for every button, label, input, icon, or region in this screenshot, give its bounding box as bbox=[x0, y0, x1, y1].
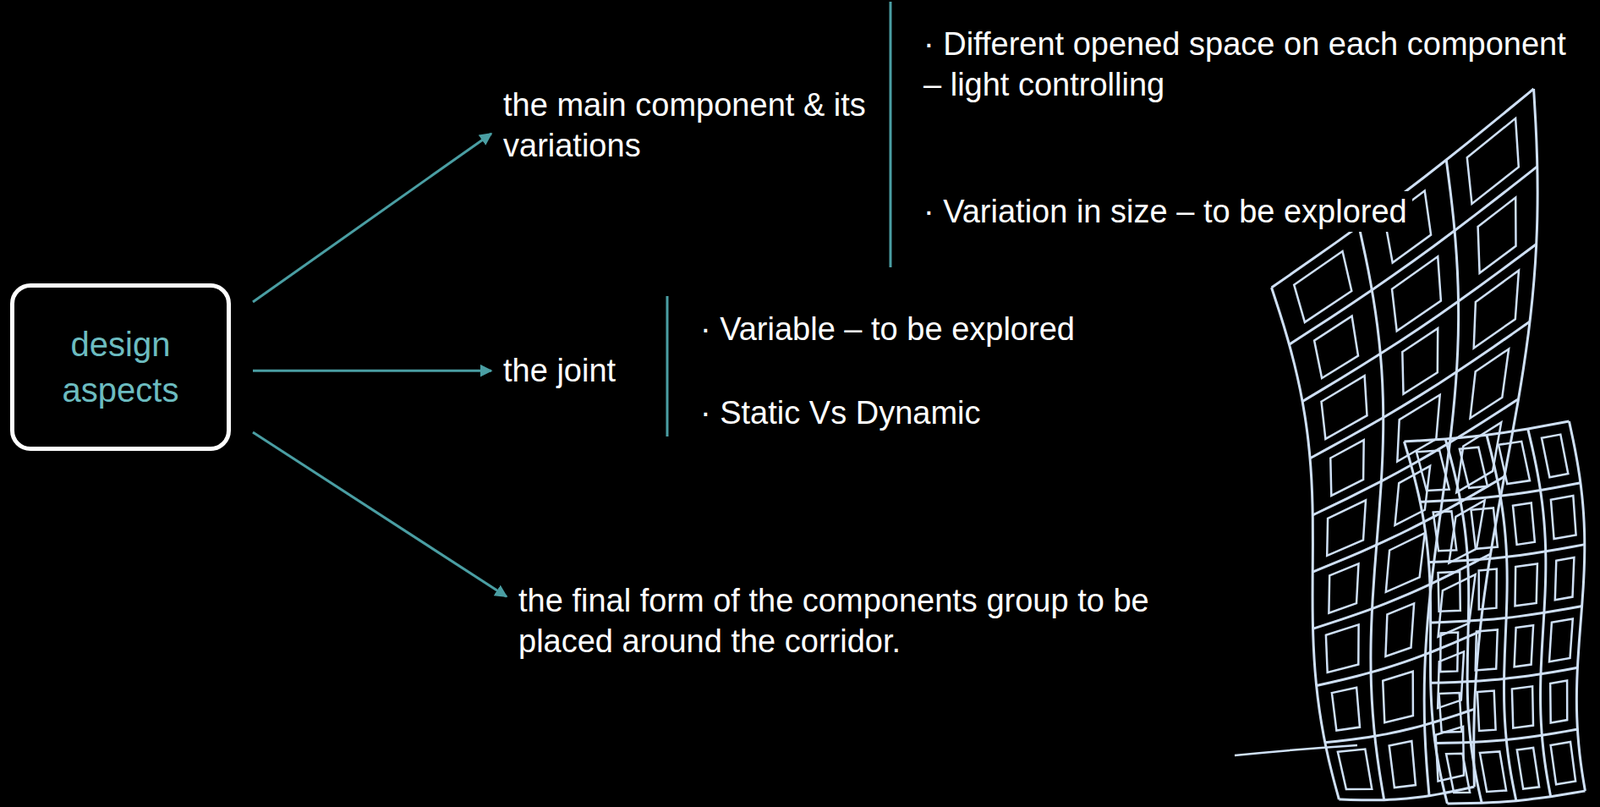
grid-line bbox=[1309, 321, 1530, 459]
window-opening bbox=[1549, 618, 1573, 662]
window-opening bbox=[1293, 251, 1352, 323]
front-panel bbox=[1403, 421, 1585, 804]
window-opening bbox=[1550, 741, 1577, 784]
window-opening bbox=[1330, 439, 1364, 496]
bullet-note: · Variable – to be explored bbox=[700, 308, 1075, 350]
arrow-connector bbox=[252, 369, 492, 373]
window-opening bbox=[1479, 750, 1507, 792]
branch-text: the final form of the components group t… bbox=[518, 580, 1241, 663]
node-text: the joint bbox=[503, 350, 685, 391]
window-opening bbox=[1470, 349, 1510, 419]
window-opening bbox=[1512, 503, 1535, 545]
window-opening bbox=[1314, 316, 1359, 379]
window-opening bbox=[1326, 624, 1359, 673]
grid-line bbox=[1358, 225, 1385, 800]
grid-line bbox=[1271, 287, 1340, 800]
window-opening bbox=[1479, 569, 1497, 610]
bullet-note: · Variation in size – to be explored bbox=[923, 191, 1413, 232]
bracket-line bbox=[889, 1, 893, 268]
window-opening bbox=[1389, 740, 1416, 788]
window-opening bbox=[1446, 753, 1470, 793]
grid-line bbox=[1430, 667, 1579, 683]
arrow-connector bbox=[252, 432, 507, 597]
branch-text: the joint bbox=[503, 350, 685, 391]
window-opening bbox=[1416, 450, 1450, 491]
grid-line bbox=[1315, 631, 1480, 686]
node-text: the final form of the components group t… bbox=[518, 580, 1241, 663]
window-opening bbox=[1498, 441, 1530, 484]
window-opening bbox=[1439, 692, 1463, 733]
bullet-note: · Static Vs Dynamic bbox=[700, 392, 981, 433]
node-text: the main component & its variations bbox=[503, 84, 896, 167]
window-opening bbox=[1337, 749, 1372, 790]
window-opening bbox=[1467, 118, 1519, 204]
window-opening bbox=[1512, 685, 1534, 728]
window-opening bbox=[1478, 197, 1517, 274]
window-opening bbox=[1402, 328, 1438, 395]
window-opening bbox=[1555, 557, 1575, 600]
branch-text: the main component & its variations bbox=[503, 84, 896, 167]
window-opening bbox=[1541, 434, 1568, 478]
window-opening bbox=[1515, 564, 1538, 607]
window-opening bbox=[1321, 375, 1368, 439]
grid-line bbox=[1271, 88, 1535, 288]
grid-line bbox=[1325, 708, 1475, 742]
window-opening bbox=[1326, 499, 1366, 556]
window-opening bbox=[1550, 495, 1577, 539]
arrow-connector bbox=[252, 133, 492, 302]
window-opening bbox=[1382, 671, 1414, 724]
root-box: design aspects bbox=[10, 283, 231, 451]
grid-line bbox=[1312, 553, 1491, 629]
grid-line bbox=[1403, 421, 1569, 442]
window-opening bbox=[1550, 680, 1568, 724]
bracket-line bbox=[666, 295, 669, 437]
window-opening bbox=[1477, 690, 1496, 731]
node-text: design aspects bbox=[14, 321, 227, 413]
grid-line bbox=[1302, 243, 1537, 401]
window-opening bbox=[1514, 624, 1535, 667]
window-opening bbox=[1391, 256, 1442, 331]
window-opening bbox=[1385, 602, 1414, 657]
window-opening bbox=[1517, 747, 1540, 790]
bullet-note: · Different opened space on each compone… bbox=[923, 23, 1567, 106]
window-opening bbox=[1328, 563, 1359, 613]
window-opening bbox=[1438, 571, 1461, 612]
window-opening bbox=[1473, 270, 1519, 349]
window-opening bbox=[1386, 532, 1425, 592]
window-opening bbox=[1331, 687, 1360, 731]
window-opening bbox=[1433, 510, 1458, 551]
window-opening bbox=[1459, 447, 1488, 488]
window-opening bbox=[1475, 629, 1498, 670]
window-opening bbox=[1440, 632, 1458, 673]
window-opening bbox=[1471, 507, 1498, 548]
